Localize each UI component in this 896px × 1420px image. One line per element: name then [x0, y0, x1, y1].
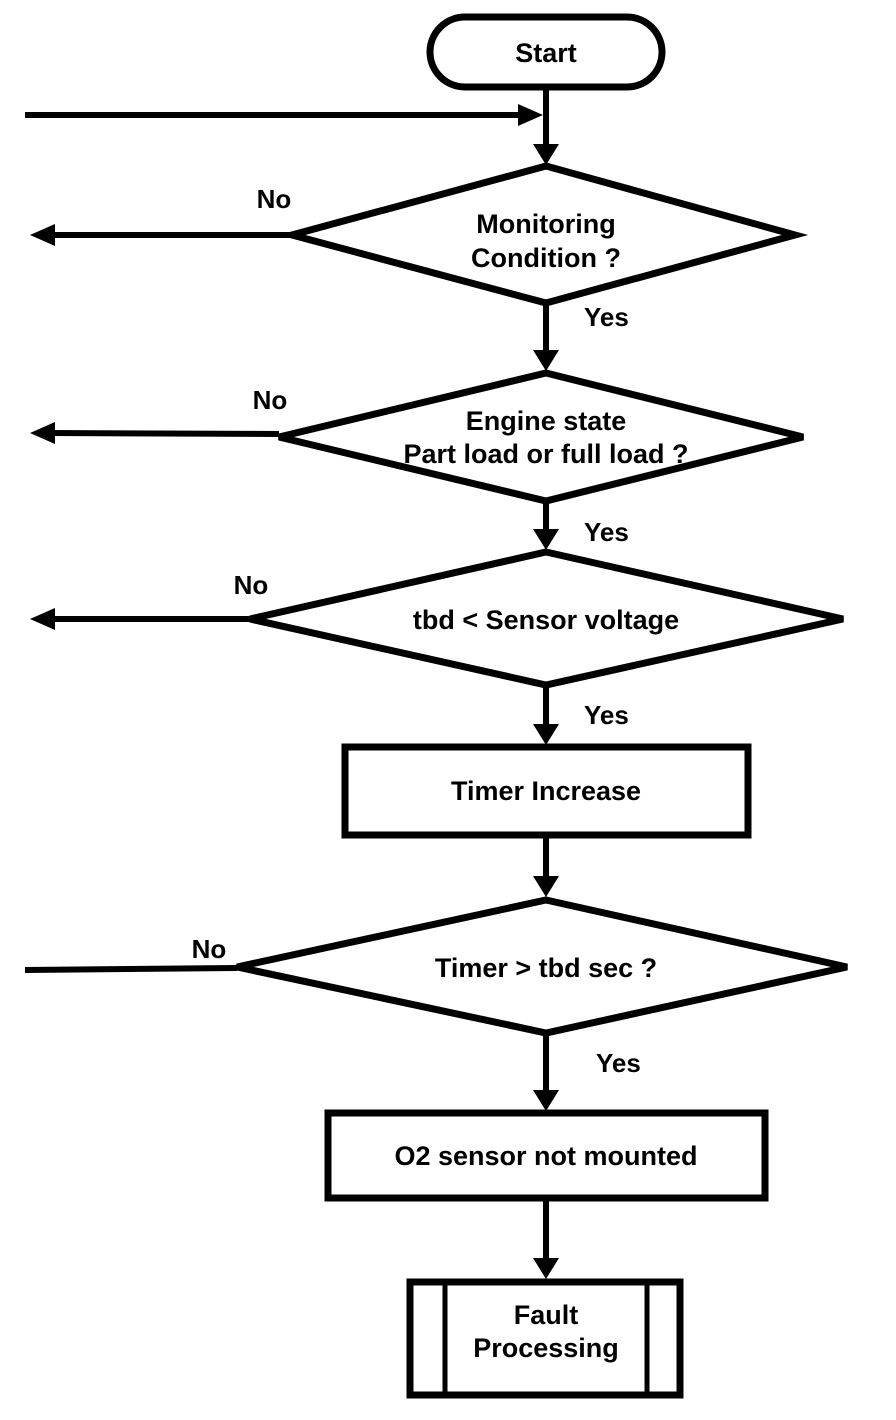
down-arrowhead-4 — [533, 724, 559, 745]
down-arrowhead-5 — [533, 876, 559, 897]
decision-sensor-voltage — [249, 548, 844, 689]
decision-sensor-voltage-label: tbd < Sensor voltage — [413, 605, 679, 635]
down-arrowhead-3 — [533, 529, 559, 550]
fault-processing-line2: Processing — [473, 1333, 619, 1363]
down-arrowhead-6 — [533, 1090, 559, 1111]
yes-label-engine: Yes — [584, 517, 629, 547]
no-line-timer — [24, 965, 238, 973]
decision-monitoring-condition — [278, 162, 809, 307]
fault-processing-line1: Fault — [514, 1300, 579, 1330]
decision-timer — [236, 896, 848, 1037]
no-left-arrowhead-1 — [30, 224, 55, 246]
yes-label-sensor: Yes — [584, 700, 629, 730]
start-node — [426, 13, 666, 91]
decision-monitoring-line2: Condition ? — [471, 243, 621, 273]
process-o2-not-mounted — [324, 1109, 769, 1202]
yes-label-timer: Yes — [596, 1048, 641, 1078]
no-label-engine: No — [253, 385, 288, 415]
no-label-timer: No — [192, 934, 227, 964]
no-label-monitoring: No — [257, 184, 292, 214]
yes-label-monitoring: Yes — [584, 302, 629, 332]
no-left-arrowhead-2 — [30, 422, 55, 444]
no-left-arrowhead-3 — [30, 608, 55, 630]
down-arrowhead-2 — [533, 350, 559, 371]
start-label: Start — [515, 38, 577, 68]
entry-right-arrowhead — [518, 104, 543, 126]
decision-timer-label: Timer > tbd sec ? — [435, 953, 657, 983]
no-line-engine — [49, 430, 280, 437]
decision-engine-state — [278, 369, 804, 505]
process-timer-increase — [341, 743, 752, 839]
predefined-process-fault-processing — [406, 1278, 684, 1399]
no-label-sensor: No — [234, 570, 269, 600]
process-timer-increase-label: Timer Increase — [451, 776, 641, 806]
decision-engine-line1: Engine state — [466, 406, 627, 436]
decision-engine-line2: Part load or full load ? — [403, 439, 688, 469]
decision-monitoring-line1: Monitoring — [476, 209, 615, 239]
process-o2-not-mounted-label: O2 sensor not mounted — [394, 1141, 697, 1171]
down-arrowhead-7 — [533, 1258, 559, 1279]
down-arrowhead-1 — [533, 144, 559, 165]
